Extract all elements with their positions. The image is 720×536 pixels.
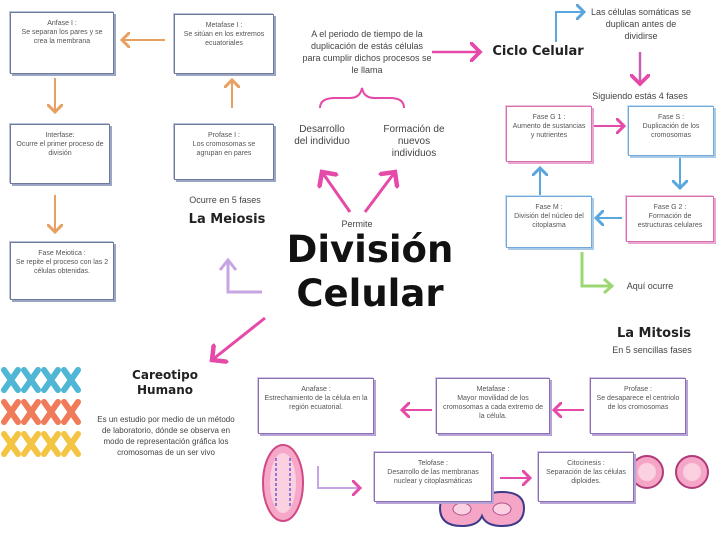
box-metafase-meiosis: Metafase I : Se sitúan en los extremos e… bbox=[174, 14, 274, 74]
arrow-to-aqui bbox=[580, 252, 610, 288]
arrow-to-meiosis bbox=[226, 262, 262, 294]
box-fase-meiotica: Fase Meiotica : Se repite el proceso con… bbox=[10, 242, 114, 300]
cariotipo-text: Es un estudio por medio de un método de … bbox=[97, 415, 235, 457]
karyotype-illustration bbox=[1, 367, 81, 457]
arrow-ciclo-to-note bbox=[555, 12, 584, 42]
title-line-1: División bbox=[286, 228, 454, 271]
box-fase-m: Fase M : División del núcleo del citopla… bbox=[506, 196, 592, 248]
box-fase-s: Fase S : Duplicación de los cromosomas bbox=[628, 106, 714, 156]
definition-text: A el periodo de tiempo de la duplicación… bbox=[302, 29, 432, 75]
cariotipo-title: Careotipo Humano bbox=[132, 368, 198, 397]
formacion-text: Formación de nuevos individuos bbox=[383, 124, 445, 159]
box-anafase-meiosis: Anfase I : Se separan los pares y se cre… bbox=[10, 12, 114, 74]
ciclo-note: Las células somáticas se duplican antes … bbox=[590, 7, 692, 41]
box-citocinesis: Citocinesis : Separación de las células … bbox=[538, 452, 634, 502]
permite-text: Permite bbox=[341, 219, 373, 229]
brace bbox=[319, 87, 405, 109]
box-fase-g2: Fase G 2 : Formación de estructuras celu… bbox=[626, 196, 714, 242]
arrow-to-aqui-head bbox=[603, 277, 615, 295]
ciclo-title: Ciclo Celular bbox=[492, 44, 584, 59]
aqui-ocurre: Aquí ocurre bbox=[626, 281, 674, 291]
meiosis-title: La Meiosis bbox=[188, 212, 266, 227]
box-profase-mitosis: Profase : Se desaparece el centriolo de … bbox=[590, 378, 686, 434]
box-anafase-mitosis: Anafase : Estrechamiento de la célula en… bbox=[258, 378, 374, 434]
box-fase-g1: Fase G 1 : Aumento de sustancias y nutri… bbox=[506, 106, 592, 162]
arrow-to-desarrollo bbox=[322, 172, 352, 213]
box-metafase-mitosis: Metafase : Mayor movilidad de los cromos… bbox=[436, 378, 550, 434]
arrow-to-telofase bbox=[317, 466, 360, 488]
mitosis-title: La Mitosis bbox=[616, 326, 692, 341]
desarrollo-text: Desarrollo del individuo bbox=[294, 124, 350, 147]
cell-pair-illustration bbox=[630, 455, 709, 489]
box-profase-meiosis: Profase I : Los cromosomas se agrupan en… bbox=[174, 124, 274, 180]
box-interfase: Interfase: Ocurre el primer proceso de d… bbox=[10, 124, 110, 184]
ciclo-subtitle: Siguiendo estás 4 fases bbox=[592, 91, 688, 101]
box-telofase: Telofase : Desarrollo de las membranas n… bbox=[374, 452, 492, 502]
mitosis-subtitle: En 5 sencillas fases bbox=[612, 345, 692, 355]
meiosis-subtitle: Ocurre en 5 fases bbox=[189, 195, 261, 205]
arrow-to-formacion bbox=[363, 172, 395, 213]
cell-anafase-illustration bbox=[262, 444, 304, 522]
arrow-to-cariotipo bbox=[212, 316, 266, 360]
arrow-to-meiosis-head bbox=[218, 257, 238, 271]
title-line-2: Celular bbox=[296, 272, 444, 315]
main-title: División Celular bbox=[270, 228, 470, 316]
